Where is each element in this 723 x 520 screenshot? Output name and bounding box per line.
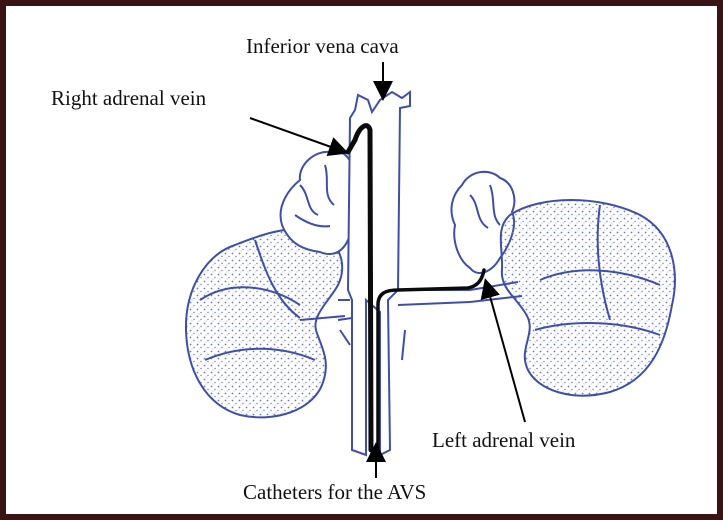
inferior-vena-cava-label: Inferior vena cava bbox=[246, 36, 399, 57]
left-adrenal-vein-label: Left adrenal vein bbox=[432, 430, 575, 451]
catheters bbox=[348, 126, 484, 452]
right-adrenal-gland bbox=[281, 151, 357, 254]
right-kidney bbox=[186, 229, 342, 417]
catheters-label: Catheters for the AVS bbox=[243, 482, 426, 503]
left-catheter bbox=[378, 270, 484, 452]
left-kidney bbox=[501, 200, 675, 396]
right-adrenal-vein-arrow bbox=[250, 118, 345, 152]
right-adrenal-vein-label: Right adrenal vein bbox=[51, 88, 206, 109]
